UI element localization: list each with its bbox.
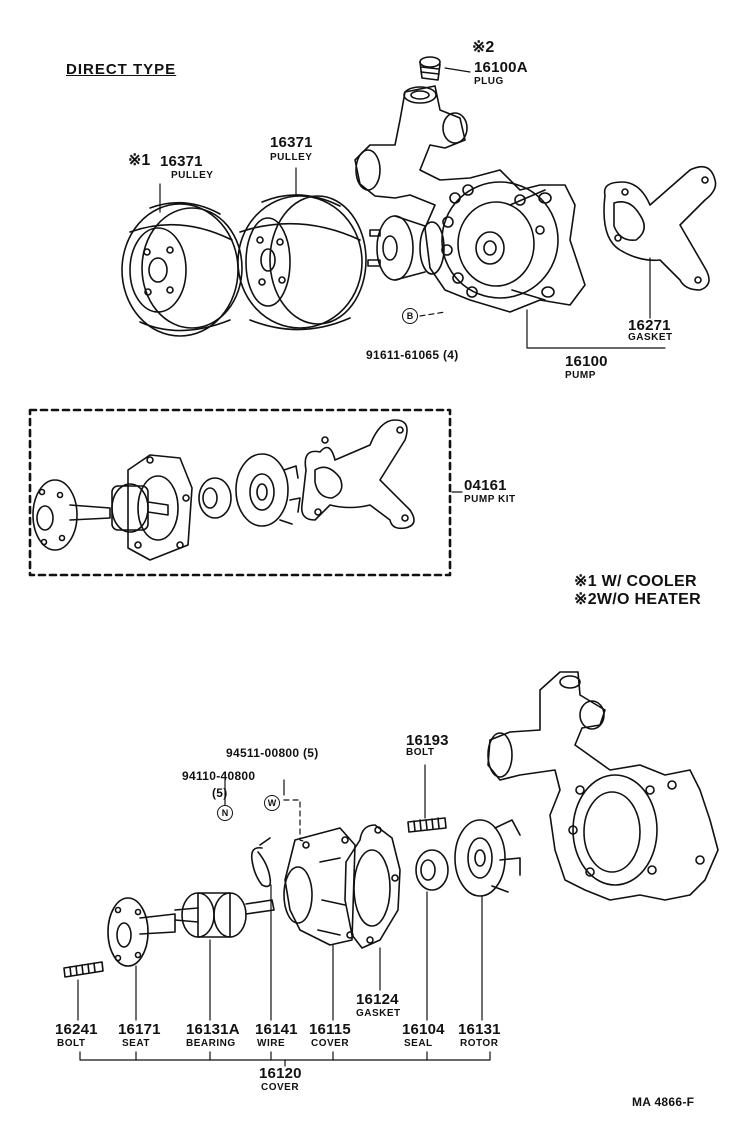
top-leader-lines: [159, 67, 666, 349]
pump-kit-name: PUMP KIT: [464, 494, 516, 505]
bolt-16241-name: BOLT: [57, 1038, 86, 1049]
pump-housing-bottom-drawing: [487, 671, 719, 901]
pulley-a-number: 16371: [160, 153, 203, 170]
diagram-title: DIRECT TYPE: [66, 61, 177, 78]
nut-ref-qty: (5): [212, 786, 228, 800]
pulley-b-number: 16371: [270, 134, 313, 151]
bearing-drawing: [174, 892, 275, 938]
rotor-number: 16131: [458, 1021, 501, 1038]
note-1: ※1 W/ COOLER: [574, 574, 697, 590]
seal-name: SEAL: [404, 1038, 433, 1049]
pump-kit-number: 04161: [464, 477, 507, 494]
washer-ref-number: 94511-00800 (5): [226, 746, 319, 760]
pump-body-top-drawing: [354, 85, 586, 313]
pulley-a-drawing: [121, 201, 243, 337]
seal-drawing: [415, 849, 449, 891]
pump-kit-frame: [28, 408, 452, 577]
plug-number: 16100A: [474, 59, 528, 76]
washer-ref-badge: W: [264, 795, 280, 811]
plug-name: PLUG: [474, 76, 504, 87]
note-2: ※2W/O HEATER: [574, 592, 701, 608]
plug-mark: ※2: [472, 39, 495, 56]
pulley-a-mark: ※1: [128, 152, 151, 169]
rotor-drawing: [454, 819, 521, 897]
cover-16120-number: 16120: [259, 1065, 302, 1082]
bolt-16193-name: BOLT: [406, 747, 435, 758]
bolt-ref-badge: B: [402, 308, 418, 324]
nut-ref-badge: N: [217, 805, 233, 821]
bearing-name: BEARING: [186, 1038, 236, 1049]
pump-name: PUMP: [565, 370, 596, 381]
wire-name: WIRE: [257, 1038, 286, 1049]
seat-number: 16171: [118, 1021, 161, 1038]
pulley-b-name: PULLEY: [270, 152, 313, 163]
pulley-a-name: PULLEY: [171, 170, 214, 181]
stud-bolt-drawing: [407, 817, 447, 833]
cover-16115-name: COVER: [311, 1038, 350, 1049]
pulley-b-drawing: [237, 194, 367, 331]
hub-flange-drawing: [367, 215, 445, 281]
seat-name: SEAT: [122, 1038, 150, 1049]
note-2-mark: ※2: [574, 591, 597, 608]
bearing-number: 16131A: [186, 1021, 240, 1038]
gasket-top-name: GASKET: [628, 332, 673, 343]
gasket-16124-number: 16124: [356, 991, 399, 1008]
bolt-16241-number: 16241: [55, 1021, 98, 1038]
seal-number: 16104: [402, 1021, 445, 1038]
note-1-text: W/ COOLER: [601, 573, 697, 590]
figure-code: MA 4866-F: [632, 1095, 695, 1109]
wire-clip-drawing: [250, 837, 272, 888]
bottom-leader-lines: [77, 764, 491, 1067]
cover-16115-drawing: [283, 827, 356, 946]
note-2-text: W/O HEATER: [596, 591, 701, 608]
wire-number: 16141: [255, 1021, 298, 1038]
gasket-top-drawing: [603, 165, 717, 291]
rotor-name: ROTOR: [460, 1038, 499, 1049]
note-1-mark: ※1: [574, 573, 597, 590]
gasket-top-number: 16271: [628, 317, 671, 334]
gasket-16124-name: GASKET: [356, 1008, 401, 1019]
bolt-16193-number: 16193: [406, 732, 449, 749]
bolt-16241-drawing: [63, 961, 104, 978]
bolt-ref-number: 91611-61065 (4): [366, 348, 459, 362]
cover-16115-number: 16115: [309, 1021, 351, 1038]
pump-kit-drawing: [32, 419, 463, 561]
nut-ref-number: 94110-40800: [182, 769, 256, 783]
seat-drawing: [107, 897, 176, 967]
pump-number: 16100: [565, 353, 608, 370]
cover-16120-name: COVER: [261, 1082, 300, 1093]
plug-drawing: [419, 56, 441, 81]
